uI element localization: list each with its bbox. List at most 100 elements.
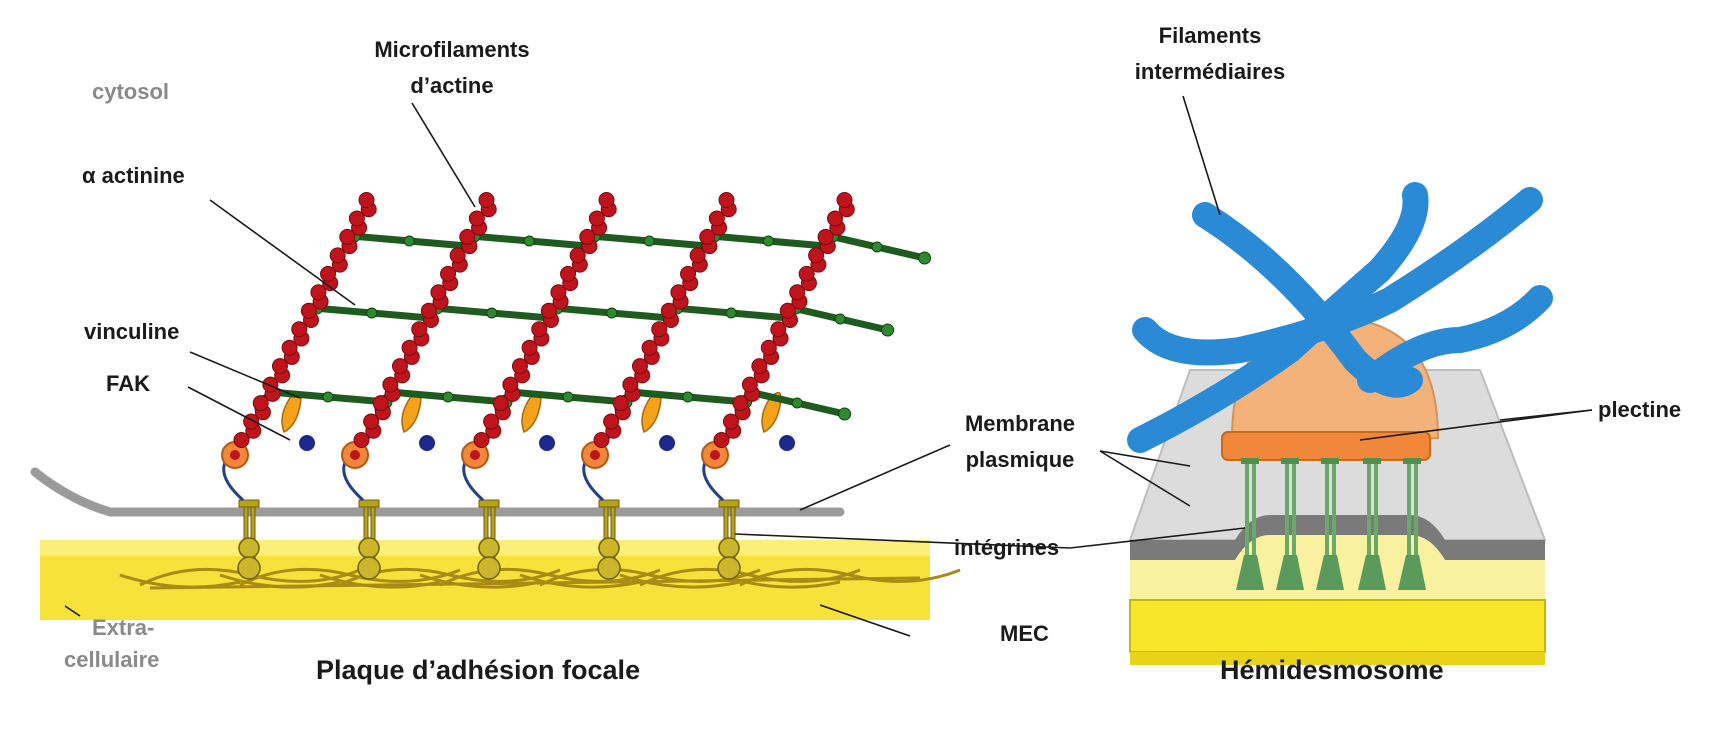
actin-bead	[468, 210, 485, 227]
actin-bead	[631, 358, 648, 375]
actin-bead	[699, 228, 716, 245]
actinin-node	[881, 323, 895, 337]
actin-bead	[271, 358, 288, 375]
hemi-integrin-stalk	[1252, 460, 1256, 570]
actin-bead	[252, 395, 269, 412]
hemi-ecm	[1129, 599, 1546, 653]
fak-molecule	[281, 391, 302, 434]
label-microfilaments-1: Microfilaments	[374, 37, 530, 62]
actin-bead	[233, 432, 250, 448]
fak-molecule	[521, 391, 542, 434]
hemi-integrin-stalk	[1325, 460, 1329, 570]
actin-bead	[440, 265, 457, 282]
integrin-cap	[478, 499, 500, 508]
actinin-node	[725, 307, 737, 319]
actinin-node	[762, 235, 774, 247]
integrin-head	[477, 556, 501, 580]
actin-bead	[411, 321, 428, 338]
label-cytosol: cytosol	[92, 79, 170, 104]
integrin-head	[478, 537, 500, 559]
hemi-integrin-stalk	[1367, 460, 1371, 570]
ecm-fibre	[739, 567, 961, 587]
label-integrines: intégrines	[954, 535, 1060, 560]
actinin-node	[606, 307, 618, 319]
actin-bead	[713, 432, 730, 448]
actin-bead	[478, 192, 495, 208]
actin-bead	[588, 210, 605, 227]
actin-bead	[593, 432, 610, 448]
actin-bead	[708, 210, 725, 227]
actin-bead	[382, 376, 399, 393]
vinculin-core	[590, 450, 600, 460]
label-extracellulaire-1: Extra-	[92, 615, 155, 640]
hemi-integrin-cap	[1241, 458, 1259, 464]
hemi-integrin-foot	[1316, 555, 1344, 590]
integrin-head	[358, 537, 380, 559]
fak-dot	[419, 435, 435, 451]
integrin-head	[238, 537, 260, 559]
fak-molecule	[761, 391, 782, 434]
actin-bead	[473, 432, 490, 448]
actinin-node	[643, 235, 655, 247]
actin-bead	[789, 284, 806, 301]
hemi-integrin-cap	[1403, 458, 1421, 464]
hemidesmosome-illustration	[1127, 182, 1553, 665]
integrin-cap	[598, 499, 620, 508]
actin-bead	[836, 192, 853, 208]
actinin-node	[322, 391, 334, 403]
actin-bead	[310, 284, 327, 301]
actinin-node	[834, 313, 846, 325]
actin-bead	[612, 395, 629, 412]
plectin-bar	[1221, 431, 1431, 461]
actin-bead	[550, 284, 567, 301]
fak-molecule	[641, 391, 662, 434]
hemi-integrin-stalk	[1407, 460, 1411, 570]
actin-bead	[430, 284, 447, 301]
label-alpha-actinine: α actinine	[82, 163, 185, 188]
actinin-node	[366, 307, 378, 319]
actin-bead	[689, 247, 706, 264]
actin-bead	[459, 228, 476, 245]
actin-bead	[808, 247, 825, 264]
actinin-node	[486, 307, 498, 319]
actin-bead	[291, 321, 308, 338]
label-mec: MEC	[1000, 621, 1049, 646]
label-fak: FAK	[106, 371, 150, 396]
label-filaments-2: intermédiaires	[1134, 59, 1286, 84]
fak-dot	[539, 435, 555, 451]
leader-lines	[64, 95, 1593, 637]
actinin-node	[918, 251, 932, 265]
actinin-node	[871, 241, 883, 253]
actin-bead	[569, 247, 586, 264]
actin-bead	[798, 265, 815, 282]
actin-bead	[531, 321, 548, 338]
actin-bead	[372, 395, 389, 412]
actin-bead	[329, 247, 346, 264]
actinin-node	[838, 407, 852, 421]
actinin-node	[403, 235, 415, 247]
hemi-integrin-stalk	[1414, 460, 1418, 570]
label-membrane-1: Membrane	[964, 411, 1076, 436]
actin-bead	[598, 192, 615, 208]
hemi-integrin-foot	[1276, 555, 1304, 590]
integrin-head	[598, 537, 620, 559]
label-filaments-1: Filaments	[1158, 23, 1262, 48]
actin-bead	[603, 413, 620, 430]
focal-adhesion-illustration	[30, 192, 961, 620]
actin-bead	[660, 302, 677, 319]
integrin-head	[597, 556, 621, 580]
adhesion-units	[221, 390, 795, 580]
actinin-node	[682, 391, 694, 403]
actin-bead	[363, 413, 380, 430]
actin-bead	[353, 432, 370, 448]
actin-bead	[511, 358, 528, 375]
actin-bead	[540, 302, 557, 319]
fak-molecule	[401, 391, 422, 434]
fak-dot	[659, 435, 675, 451]
hemi-integrin-stalk	[1285, 460, 1289, 570]
integrin-cap	[718, 499, 740, 508]
actin-bead	[770, 321, 787, 338]
actin-bead	[262, 376, 279, 393]
actin-bead	[827, 210, 844, 227]
